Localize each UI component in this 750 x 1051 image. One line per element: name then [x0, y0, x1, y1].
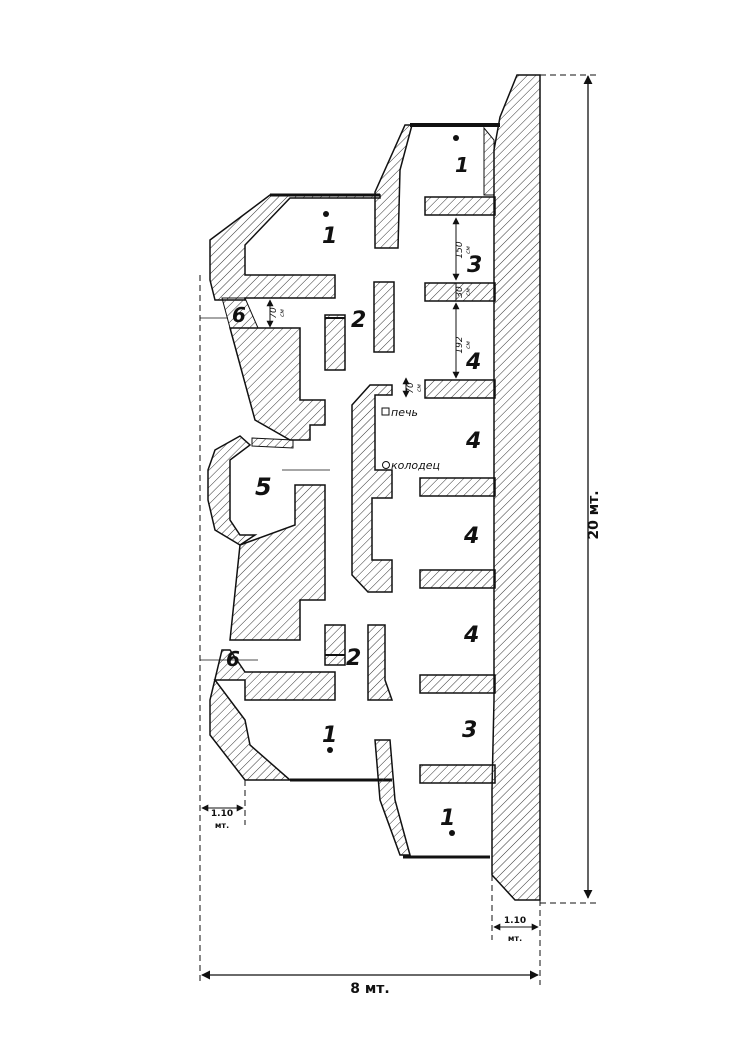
svg-text:30: 30: [455, 286, 465, 298]
wedge-bottom: [229, 484, 326, 641]
dim-1-10-right-value: 1.10: [504, 916, 526, 926]
dot-room1-top-right: [453, 135, 459, 141]
dim-192-label: 192 см: [455, 336, 472, 353]
stove-label: печь: [391, 406, 418, 419]
wall-room1-bottom-right: [374, 739, 411, 856]
room-label-1-top-left: 1: [322, 224, 337, 249]
well-label: колодец: [391, 459, 440, 472]
svg-text:см: см: [465, 246, 472, 254]
dim-150-label: 150 см: [455, 241, 472, 258]
svg-text:70: 70: [269, 307, 279, 319]
dim-8m-label: 8 мт.: [350, 981, 390, 997]
svg-text:см: см: [279, 309, 286, 317]
room-label-1-bottom-left: 1: [322, 723, 337, 748]
room2-top-wall-left: [324, 314, 346, 371]
dot-room1-top-left: [323, 211, 329, 217]
wall-room1-top-right-left: [374, 124, 413, 249]
partition-5: [419, 569, 496, 589]
room-label-2-top: 2: [351, 308, 366, 333]
dim-1-10-left-value: 1.10: [211, 809, 233, 819]
room2-top-pillar: [373, 281, 395, 353]
stove-icon: [381, 407, 390, 416]
dim-1-10-left-unit: мт.: [215, 821, 229, 830]
partition-4: [419, 477, 496, 497]
room-label-6-top: 6: [232, 303, 246, 327]
room-label-3-bottom: 3: [462, 718, 477, 743]
room5-wall: [207, 435, 258, 546]
svg-text:см: см: [465, 288, 472, 296]
room-label-6-bottom: 6: [226, 647, 240, 671]
partition-7: [419, 764, 496, 784]
dim-70-room6-label: 70 см: [269, 307, 286, 319]
partition-1: [424, 196, 496, 216]
room-label-4-a: 4: [465, 350, 481, 375]
wedge-top: [229, 327, 326, 441]
wall-room1-top-right: [410, 123, 500, 127]
dim-20m-label: 20 мт.: [586, 490, 602, 539]
room-label-1-bottom-right: 1: [440, 806, 455, 831]
dot-room1-bottom-right: [449, 830, 455, 836]
svg-text:см: см: [416, 384, 423, 392]
room2-bottom-wall: [324, 624, 346, 666]
room-label-2-bottom: 2: [346, 646, 361, 671]
svg-text:192: 192: [455, 336, 465, 353]
dim-70-door-label: 70 см: [406, 382, 423, 394]
room5-inner: [251, 437, 294, 449]
outer-left-wall-top: [209, 194, 381, 301]
room-label-4-d: 4: [463, 623, 479, 648]
well-icon: [382, 461, 390, 469]
dim-30-label: 30 см: [455, 286, 472, 298]
partition-3: [424, 379, 496, 399]
room-label-4-b: 4: [465, 429, 481, 454]
svg-text:70: 70: [406, 382, 416, 394]
svg-text:20 мт.: 20 мт.: [586, 490, 602, 539]
partition-2: [424, 282, 496, 302]
central-block: [351, 384, 393, 593]
room2-bottom-pillar: [367, 624, 394, 701]
partition-6: [419, 674, 496, 694]
room-label-5: 5: [255, 473, 272, 501]
wall-room1-top-right-inner: [483, 126, 495, 196]
dim-1-10-right-unit: мт.: [508, 934, 522, 943]
room-label-1-top-right: 1: [455, 153, 469, 177]
outer-right-wall: [491, 74, 541, 901]
room-label-4-c: 4: [463, 524, 479, 549]
outer-left-wall-bottom: [209, 649, 336, 781]
svg-text:см: см: [465, 341, 472, 349]
svg-text:150: 150: [455, 241, 465, 258]
dot-room1-bottom-left: [327, 747, 333, 753]
room-label-3-top: 3: [467, 253, 482, 278]
